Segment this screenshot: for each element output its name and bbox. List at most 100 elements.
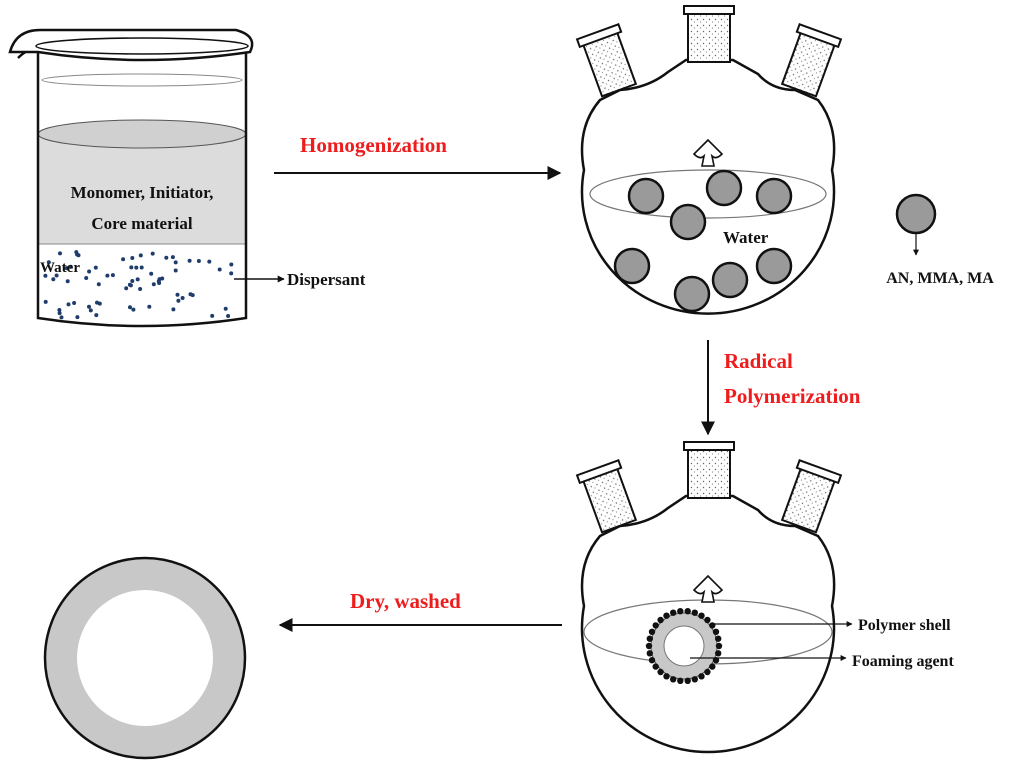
beaker-rim <box>8 28 254 62</box>
oil-phase <box>38 123 246 244</box>
homogenization-label: Homogenization <box>300 133 447 157</box>
flask-1-liquid-surface <box>589 169 827 219</box>
shell-bead <box>670 676 677 683</box>
dispersant-dot <box>171 307 176 312</box>
oil-label-2: Core material <box>91 214 192 233</box>
dispersant-dot <box>105 273 110 278</box>
shell-bead <box>645 642 653 650</box>
shell-bead <box>646 650 653 657</box>
beaker-water-label: Water <box>40 260 80 276</box>
dispersant-dot <box>217 267 222 272</box>
shell-bead <box>677 677 684 684</box>
dispersant-dot <box>134 265 139 270</box>
dispersant-dot <box>188 292 193 297</box>
dispersant-dot <box>229 262 234 267</box>
shell-bead <box>704 668 711 676</box>
flask-1-neck-center <box>687 9 731 63</box>
stirrer-icon-2 <box>692 574 724 603</box>
beaker: Monomer, Initiator, Core material Water … <box>8 28 366 328</box>
monomer-droplets <box>613 169 793 313</box>
foaming-agent-label: Foaming agent <box>852 653 954 670</box>
dispersant-dot <box>74 250 79 255</box>
shell-bead <box>684 608 691 615</box>
monomer-droplet <box>755 247 793 285</box>
dispersant-dot <box>160 276 165 281</box>
shell-bead <box>691 676 698 683</box>
dry-washed-label: Dry, washed <box>350 589 461 613</box>
dispersant-dot <box>88 308 93 313</box>
shell-bead <box>715 650 722 657</box>
shell-bead <box>663 612 670 619</box>
dispersant-dot <box>138 253 143 258</box>
flask-1-water-label: Water <box>723 228 769 247</box>
dispersant-dot <box>68 264 73 269</box>
dispersant-dot <box>147 304 152 309</box>
dispersant-dot <box>87 304 91 309</box>
shell-bead <box>677 608 684 615</box>
final-microsphere <box>43 556 247 760</box>
dispersant-dot <box>64 266 69 271</box>
dispersant-dot <box>65 279 70 284</box>
dispersant-dot <box>121 257 126 262</box>
shell-bead <box>715 642 723 650</box>
dispersant-dot <box>93 265 98 270</box>
shell-bead <box>657 616 664 624</box>
dispersant-dot <box>96 282 101 287</box>
polymer-shell-label: Polymer shell <box>858 617 951 634</box>
dispersant-dot <box>131 307 136 312</box>
reaction-flask-1: Water <box>575 5 843 315</box>
dispersant-dot <box>43 299 48 304</box>
dispersant-dot <box>139 265 144 270</box>
shell-bead <box>691 609 698 616</box>
shell-bead <box>646 635 653 642</box>
dispersant-dot <box>210 313 215 318</box>
dispersant-dot <box>129 265 134 270</box>
shell-bead <box>698 673 705 680</box>
dispersant-dot <box>59 315 64 320</box>
final-core <box>77 590 213 726</box>
stirrer-icon-1 <box>692 138 724 167</box>
shell-bead <box>652 622 659 629</box>
dispersant-dot <box>58 251 62 256</box>
dispersant-dots <box>43 250 234 320</box>
dispersant-dot <box>84 276 89 280</box>
dispersant-dot <box>223 306 228 311</box>
dispersant-dot <box>135 277 140 282</box>
shell-bead <box>657 668 664 676</box>
monomer-legend-label: AN, MMA, MA <box>886 270 994 287</box>
radical-label-2: Polymerization <box>724 384 861 408</box>
dispersant-dot <box>124 286 129 291</box>
dispersant-dot <box>173 260 178 265</box>
dispersant-dot <box>187 258 192 263</box>
dispersant-dot <box>57 311 62 316</box>
shell-bead <box>670 609 677 616</box>
reaction-flask-2: Polymer shell Foaming agent <box>575 441 954 754</box>
shell-bead <box>715 635 722 642</box>
dispersant-dot <box>128 305 132 310</box>
dispersant-dot <box>175 292 180 297</box>
monomer-droplet <box>669 203 707 241</box>
dispersant-dot <box>150 251 155 256</box>
dispersant-dot <box>149 271 154 276</box>
dispersant-dot <box>54 273 59 278</box>
dispersant-dot <box>110 273 115 278</box>
dispersant-dot <box>173 268 178 273</box>
shell-bead <box>698 612 705 619</box>
shell-bead <box>712 628 720 635</box>
dispersant-dot <box>94 313 99 318</box>
dispersant-dot <box>157 281 162 285</box>
monomer-droplet <box>705 169 743 207</box>
shell-bead <box>704 616 711 624</box>
dispersant-dot <box>75 315 80 320</box>
legend-droplet <box>895 193 937 235</box>
radical-label-1: Radical <box>724 349 793 373</box>
shell-bead <box>652 663 659 670</box>
shell-bead <box>663 673 670 680</box>
flask-2-neck-center <box>687 445 731 499</box>
shell-bead <box>709 663 716 670</box>
shell-bead <box>648 628 656 635</box>
monomer-droplet <box>613 247 651 285</box>
dispersant-dot <box>138 287 143 291</box>
